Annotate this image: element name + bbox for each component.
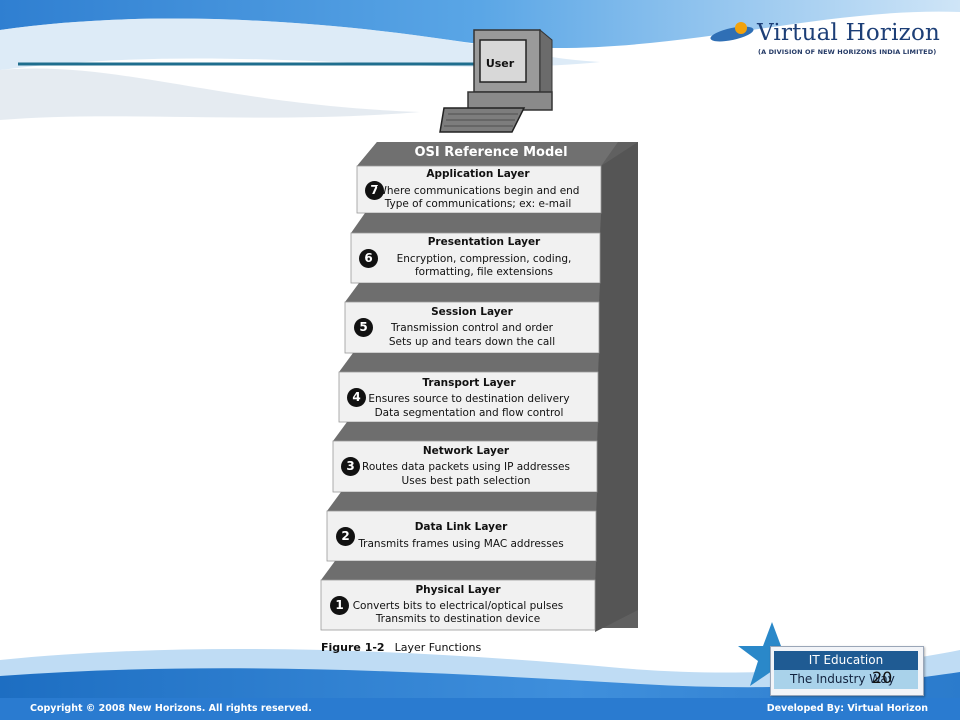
layer-2-line-1: Transmits frames using MAC addresses (358, 538, 564, 550)
layer-1-line-1: Converts bits to electrical/optical puls… (352, 600, 564, 612)
layer-3-line-2: Uses best path selection (401, 475, 531, 487)
layer-6-line-1: Encryption, compression, coding, (396, 253, 572, 265)
step-3-face (332, 440, 598, 493)
layer-1-title: Physical Layer (415, 584, 501, 596)
layer-2-title: Data Link Layer (414, 521, 508, 533)
step-7-face (356, 165, 602, 214)
stair-right-side (595, 142, 638, 632)
layer-5-title: Session Layer (431, 306, 513, 318)
footer-copyright: Copyright © 2008 New Horizons. All right… (30, 703, 312, 714)
layer-1-line-2: Transmits to destination device (375, 613, 541, 625)
layer-4-title: Transport Layer (422, 377, 516, 389)
figure-label: Figure 1-2 (321, 641, 385, 654)
layer-3-title: Network Layer (422, 445, 510, 457)
layer-7-title: Application Layer (426, 168, 530, 180)
footer-developer: Developed By: Virtual Horizon (766, 703, 928, 714)
layer-4-line-2: Data segmentation and flow control (374, 407, 564, 419)
layer-1-badge: 1 (330, 596, 349, 615)
osi-model-title: OSI Reference Model (414, 145, 568, 160)
top-wave-light (0, 18, 600, 70)
step-2-face (326, 510, 597, 562)
layer-4-badge: 4 (347, 388, 366, 407)
logo-sun-icon (735, 22, 747, 34)
figure-caption-text: Layer Functions (394, 641, 482, 654)
footer-bar (0, 698, 960, 720)
layer-3-badge: 3 (341, 457, 360, 476)
layer-5-line-2: Sets up and tears down the call (388, 336, 556, 348)
top-wave-gray (0, 68, 420, 120)
it-education-line-2: The Industry Way (774, 670, 918, 689)
layer-3-line-1: Routes data packets using IP addresses (362, 461, 570, 473)
computer-icon (439, 28, 553, 133)
page-number: 20 (872, 668, 893, 687)
layer-6-badge: 6 (359, 249, 378, 268)
layer-4-line-1: Ensures source to destination delivery (368, 393, 570, 405)
logo-subtitle: (A DIVISION OF NEW HORIZONS INDIA LIMITE… (758, 48, 937, 56)
layer-7-line-2: Type of communications; ex: e-mail (384, 198, 572, 210)
layer-5-line-1: Transmission control and order (391, 322, 553, 334)
step-4-face (338, 371, 599, 423)
figure-caption: Figure 1-2 Layer Functions (321, 641, 481, 654)
layer-2-badge: 2 (336, 527, 355, 546)
layer-7-line-1: Where communications begin and end (376, 185, 580, 197)
step-6-face (350, 232, 601, 284)
stair-top (357, 142, 618, 166)
step-1-face (320, 579, 596, 631)
it-education-line-1: IT Education (774, 651, 918, 670)
user-label: User (485, 57, 515, 70)
layer-6-title: Presentation Layer (427, 236, 541, 248)
top-wave (0, 0, 960, 49)
layer-5-badge: 5 (354, 318, 373, 337)
layer-7-badge: 7 (365, 181, 384, 200)
staircase (320, 142, 638, 632)
step-5-face (344, 301, 600, 354)
logo-title: Virtual Horizon (757, 20, 941, 46)
layer-6-line-2: formatting, file extensions (414, 266, 554, 278)
